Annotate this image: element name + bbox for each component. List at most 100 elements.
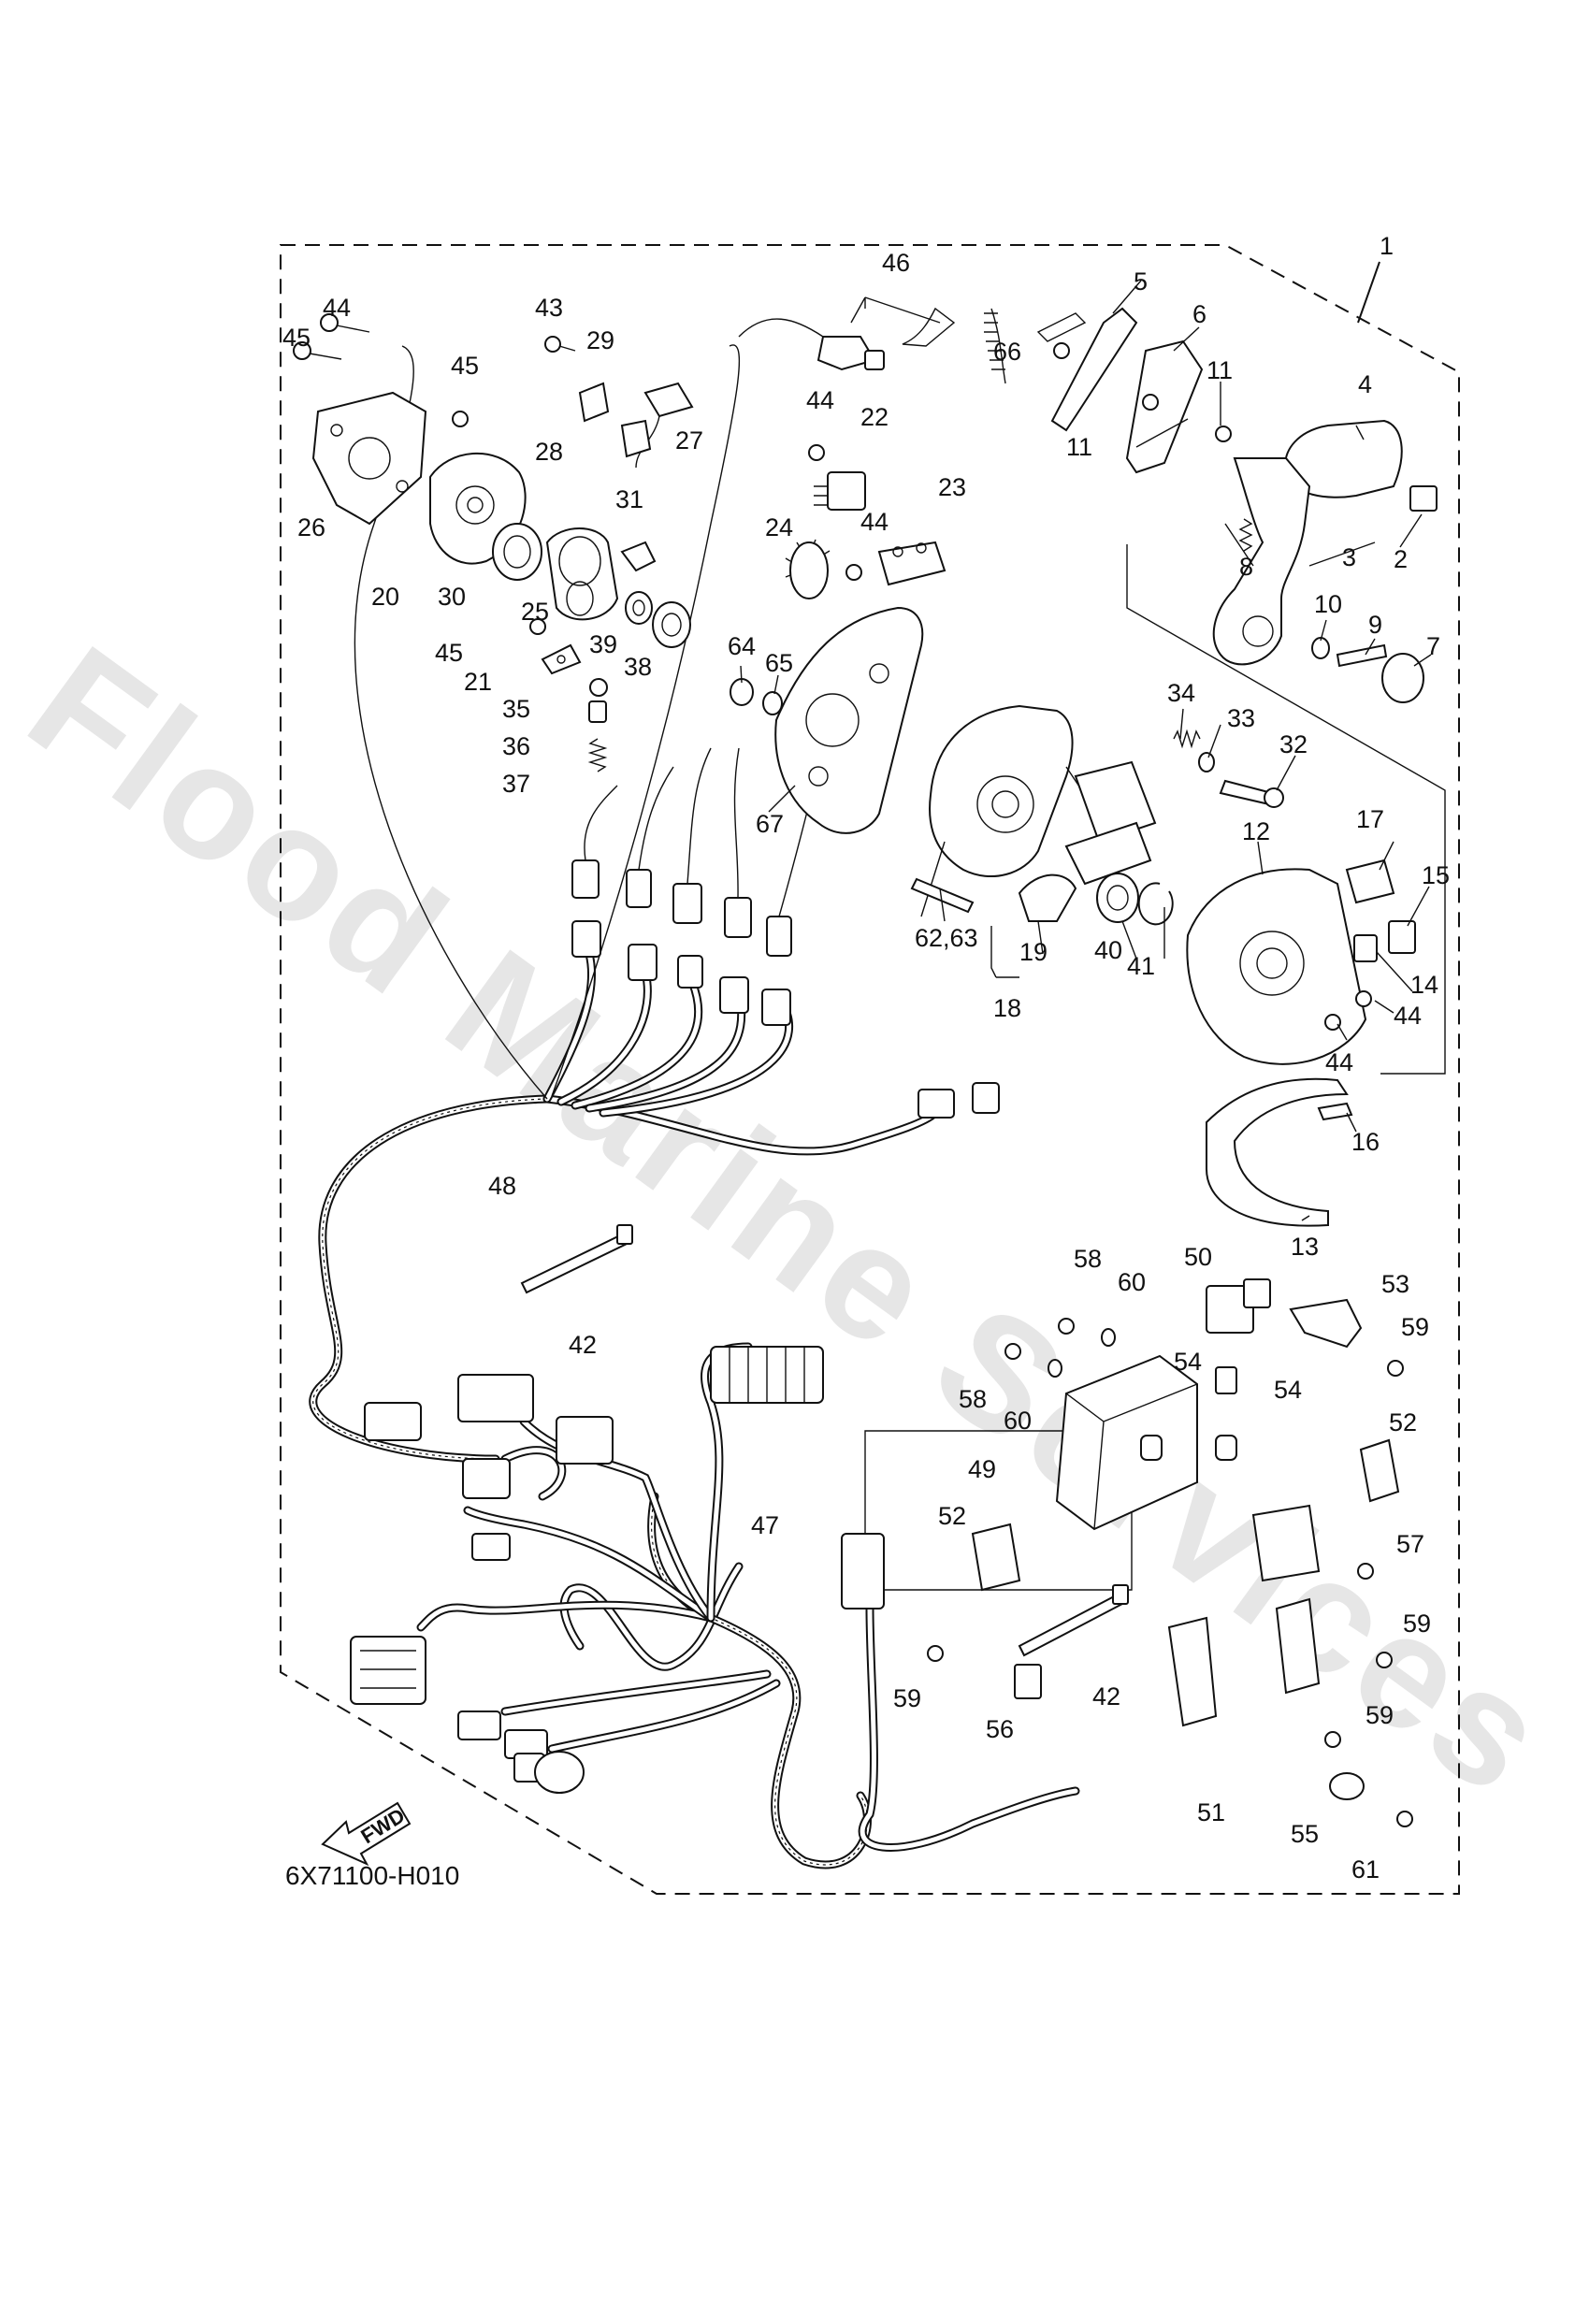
callout-13: 13 (1291, 1233, 1319, 1261)
connector-54-lead (1215, 1366, 1237, 1394)
screw-44c (845, 564, 862, 581)
callout-45b: 45 (451, 352, 479, 380)
callout-55: 55 (1291, 1820, 1319, 1848)
callout-23: 23 (938, 473, 966, 501)
callout-14: 14 (1410, 971, 1438, 999)
callout-67: 67 (756, 810, 784, 838)
switch-2 (1409, 485, 1438, 512)
grip-4 (1284, 419, 1403, 498)
callout-49: 49 (968, 1455, 996, 1483)
callout-26: 26 (297, 513, 325, 541)
leader-assembly (1357, 261, 1380, 324)
callout-6: 6 (1192, 300, 1207, 328)
screw-58a (1058, 1318, 1075, 1335)
bracket-5 (1050, 307, 1138, 432)
callout-44c: 44 (860, 508, 889, 536)
callout-57: 57 (1396, 1530, 1424, 1558)
callout-15: 15 (1422, 861, 1450, 889)
callout-3: 3 (1342, 543, 1356, 571)
gear-24 (785, 539, 831, 599)
washer-10 (1311, 637, 1330, 659)
bracket-52a (1359, 1438, 1400, 1503)
callout-30: 30 (438, 583, 466, 611)
callout-45a: 45 (282, 324, 311, 352)
bracket-15 (1388, 920, 1416, 954)
callout-38: 38 (624, 653, 652, 681)
callout-39: 39 (589, 630, 617, 658)
callout-12: 12 (1242, 817, 1270, 845)
callout-45c: 45 (435, 639, 463, 667)
callout-17: 17 (1356, 805, 1384, 833)
bracket-52b (971, 1523, 1021, 1592)
callout-43: 43 (535, 294, 563, 322)
callout-51: 51 (1197, 1798, 1225, 1826)
grommet-54b (1215, 1435, 1237, 1461)
callout-25: 25 (521, 598, 549, 626)
spring-8 (1238, 518, 1253, 552)
screw-59c (1324, 1731, 1341, 1748)
callout-56: 56 (986, 1715, 1014, 1743)
clip-31 (620, 541, 657, 572)
plate-67 (774, 606, 924, 834)
screw-66 (1053, 342, 1070, 359)
bolt-32 (1219, 779, 1284, 808)
callout-22: 22 (860, 403, 889, 431)
cable-tie-42b (1018, 1584, 1129, 1657)
callout-52a: 52 (1389, 1408, 1417, 1436)
ball-35 (589, 678, 608, 697)
callout-1: 1 (1380, 232, 1394, 260)
circlip-41 (1137, 882, 1174, 926)
callout-58a: 58 (1074, 1245, 1102, 1273)
switch-27 (635, 382, 694, 469)
bracket-56 (1014, 1664, 1042, 1699)
nut-64 (730, 678, 754, 706)
cover-12 (1186, 868, 1367, 1065)
callout-44d: 44 (1394, 1002, 1422, 1030)
washer-65 (762, 691, 783, 715)
bracket-29 (578, 382, 610, 423)
screw-11b (1215, 426, 1232, 442)
washer-60b (1048, 1359, 1062, 1378)
collar-38 (652, 601, 691, 648)
bracket-6 (1125, 339, 1204, 474)
bearing-30 (492, 523, 542, 581)
spring-plate-16 (1317, 1102, 1353, 1121)
callout-4: 4 (1358, 370, 1372, 398)
callout-2: 2 (1394, 545, 1408, 573)
callout-59d: 59 (893, 1684, 921, 1712)
callout-9: 9 (1368, 611, 1382, 639)
leader-lines (740, 280, 1432, 1221)
callout-31: 31 (615, 485, 643, 513)
callout-59c: 59 (1365, 1701, 1394, 1729)
gear-25 (545, 527, 619, 621)
callout-42b: 42 (1092, 1682, 1120, 1711)
grommet-54a (1140, 1435, 1163, 1461)
callout-20: 20 (371, 583, 399, 611)
screw-44a (320, 313, 370, 333)
callout-60b: 60 (1004, 1407, 1032, 1435)
callout-27: 27 (675, 426, 703, 455)
harness-47-connectors (350, 1346, 885, 1794)
callout-10: 10 (1314, 590, 1342, 618)
callout-36: 36 (502, 732, 530, 760)
cap-7 (1381, 653, 1424, 703)
bracket-53 (1289, 1298, 1363, 1349)
callout-44e: 44 (1325, 1048, 1353, 1076)
plate-13 (1206, 1077, 1349, 1227)
callout-62-63: 62,63 (915, 924, 978, 952)
callout-44b: 44 (806, 386, 834, 414)
screw-59a (1387, 1360, 1404, 1377)
callout-41: 41 (1127, 952, 1155, 980)
label-17 (1345, 859, 1395, 904)
control-unit-49 (1055, 1354, 1198, 1531)
callout-11a: 11 (1066, 433, 1092, 461)
screw-45a (293, 341, 342, 360)
spring-37 (587, 738, 608, 772)
washer-60a (1101, 1328, 1116, 1347)
bracket-51 (1167, 1597, 1321, 1727)
callout-59a: 59 (1401, 1313, 1429, 1341)
screw-59d (927, 1645, 944, 1662)
screw-44d (1355, 990, 1372, 1007)
screw-44e (1324, 1014, 1341, 1031)
